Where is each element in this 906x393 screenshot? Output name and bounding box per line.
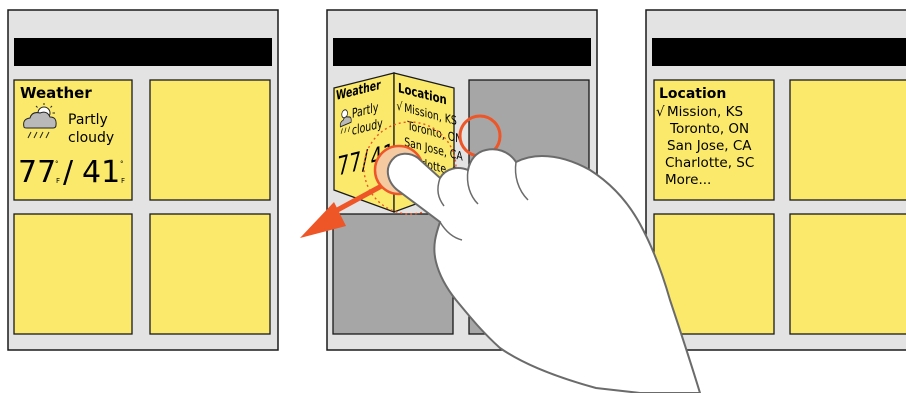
location-card[interactable]: Location √ Mission, KS Toronto, ON San J… (654, 80, 774, 200)
location-check: √ (656, 104, 665, 120)
weather-high-degree: ° (55, 160, 59, 168)
tile-bottom-right[interactable] (790, 214, 906, 334)
weather-low-unit: F (121, 177, 125, 185)
weather-condition-line2: cloudy (68, 130, 114, 146)
tile-top-right[interactable] (150, 80, 270, 200)
weather-condition-line1: Partly (68, 112, 108, 128)
weather-high-unit: F (56, 177, 60, 185)
weather-separator: / (63, 155, 74, 190)
location-item[interactable]: San Jose, CA (667, 138, 752, 154)
weather-title: Weather (20, 84, 92, 102)
weather-card[interactable]: Weather Partly cloudy (14, 80, 132, 200)
phone-panel-after: Location √ Mission, KS Toronto, ON San J… (646, 10, 906, 350)
location-item[interactable]: Charlotte, SC (665, 155, 754, 171)
tile-bottom-left-dimmed[interactable] (333, 214, 453, 334)
header-bar (333, 38, 591, 66)
location-title: Location (659, 86, 726, 102)
cube-location-check: √ (396, 99, 402, 115)
cube-weather-high-temp: 77 (337, 147, 361, 182)
weather-low-temp: 41 (82, 155, 120, 190)
weather-high-temp: 77 (18, 155, 56, 190)
location-item[interactable]: Mission, KS (667, 104, 743, 120)
phone-panel-before: Weather Partly cloudy (8, 10, 278, 350)
tile-top-right[interactable] (790, 80, 906, 200)
weather-low-degree: ° (120, 160, 124, 168)
tile-bottom-left[interactable] (14, 214, 132, 334)
location-more[interactable]: More... (665, 172, 711, 188)
location-item[interactable]: Toronto, ON (669, 121, 749, 137)
header-bar (14, 38, 272, 66)
tile-bottom-right[interactable] (150, 214, 270, 334)
header-bar (652, 38, 906, 66)
